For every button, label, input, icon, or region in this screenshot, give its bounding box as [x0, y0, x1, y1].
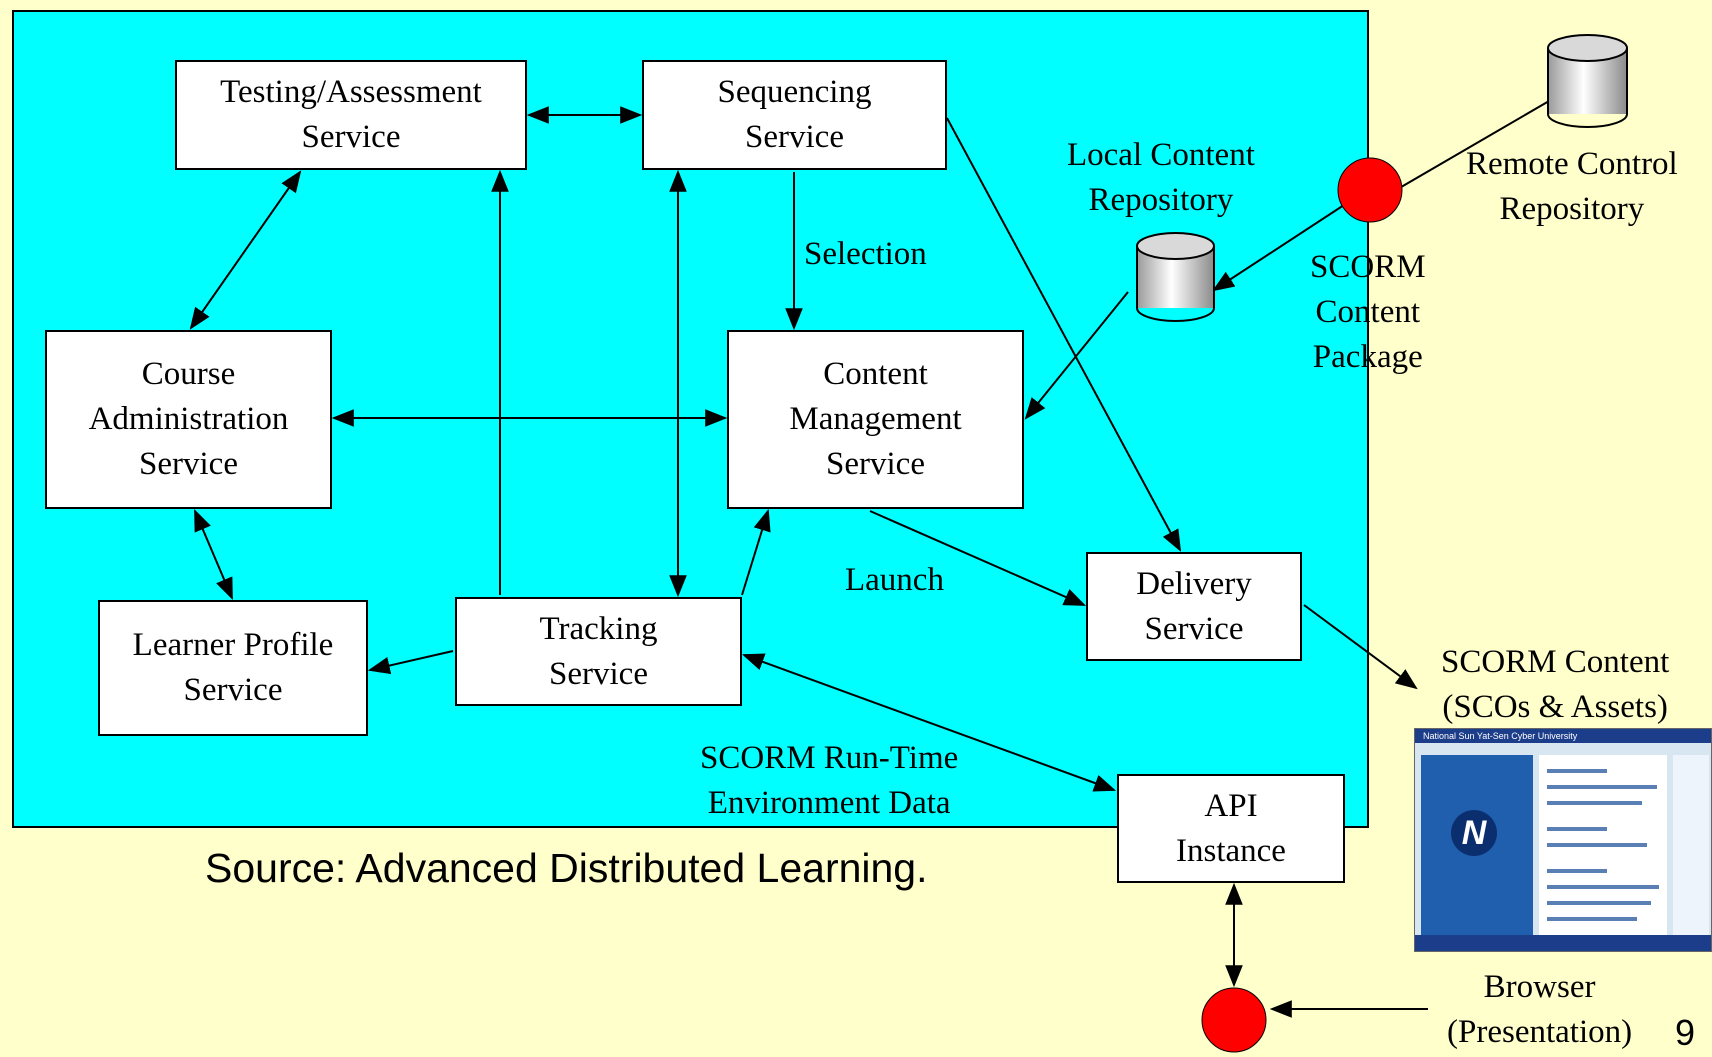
local-repository-label: Local Content Repository	[1067, 133, 1255, 223]
browser-label: Browser (Presentation)	[1447, 965, 1632, 1055]
screenshot-text-line	[1547, 843, 1647, 847]
label-line: Remote Control	[1466, 146, 1678, 182]
box-line: Management	[789, 401, 962, 437]
tracking-service-box: Tracking Service	[455, 597, 742, 706]
launch-label: Launch	[845, 562, 944, 598]
screenshot-footer	[1415, 935, 1711, 951]
learner-profile-service-box: Learner Profile Service	[98, 600, 368, 736]
content-management-service-box: Content Management Service	[727, 330, 1024, 509]
arrow-content-delivery	[869, 510, 1087, 606]
delivery-service-box: Delivery Service	[1086, 552, 1302, 661]
source-caption: Source: Advanced Distributed Learning.	[205, 845, 928, 891]
label-line: Browser	[1483, 969, 1596, 1005]
screenshot-text-line	[1547, 885, 1659, 889]
label-line: Package	[1312, 339, 1423, 375]
label-line: (Presentation)	[1447, 1014, 1633, 1050]
arrow-delivery-content	[1303, 604, 1418, 690]
content-package-label: SCORM Content Package	[1310, 245, 1426, 380]
screenshot-text-line	[1547, 785, 1657, 789]
website-screenshot-image: National Sun Yat-Sen Cyber University N	[1414, 728, 1712, 952]
nscu-logo-icon: N	[1451, 810, 1497, 856]
box-line: Service	[139, 446, 238, 482]
testing-assessment-service-box: Testing/Assessment Service	[175, 60, 527, 170]
box-line: Instance	[1176, 832, 1286, 869]
box-line: Delivery	[1136, 565, 1252, 602]
screenshot-header: National Sun Yat-Sen Cyber University	[1415, 729, 1711, 743]
box-line: Service	[183, 672, 283, 708]
arrow-tracking-learner	[367, 650, 454, 675]
box-line: Administration	[88, 401, 289, 437]
screenshot-sidebar: N	[1421, 755, 1533, 935]
arrow-testing-course	[189, 170, 302, 330]
arrow-tracking-api	[741, 653, 1117, 792]
arrow-local-repo-content	[1024, 291, 1129, 420]
runtime-data-label: SCORM Run-Time Environment Data	[700, 736, 958, 826]
box-line: Service	[301, 119, 401, 155]
screenshot-content	[1539, 755, 1667, 935]
browser-connector-node	[1201, 987, 1267, 1053]
local-repository-database-icon	[1136, 232, 1215, 322]
screenshot-text-line	[1547, 769, 1607, 773]
selection-label: Selection	[804, 236, 927, 272]
box-line: Course	[141, 356, 236, 392]
box-line: API	[1204, 787, 1258, 824]
course-administration-service-box: Course Administration Service	[45, 330, 332, 509]
screenshot-text-line	[1547, 869, 1607, 873]
package-connector-node	[1337, 157, 1403, 223]
arrow-tracking-content	[741, 508, 771, 596]
remote-repository-label: Remote Control Repository	[1466, 142, 1678, 232]
screenshot-text-line	[1547, 917, 1637, 921]
box-line: Sequencing	[717, 74, 872, 110]
box-line: Tracking	[539, 610, 658, 647]
sequencing-service-box: Sequencing Service	[642, 60, 947, 170]
arrow-course-learner	[194, 508, 233, 601]
box-line: Service	[549, 655, 648, 692]
box-line: Service	[1144, 610, 1244, 647]
label-line: Content	[1315, 294, 1421, 330]
line-node-remote-repo	[1395, 89, 1569, 191]
box-line: Testing/Assessment	[220, 74, 482, 110]
screenshot-login-panel	[1673, 755, 1709, 935]
label-line: Environment Data	[707, 785, 951, 821]
arrow-node-local-repo	[1212, 204, 1345, 292]
label-line: SCORM Content	[1441, 644, 1670, 680]
box-line: Service	[745, 119, 844, 155]
screenshot-text-line	[1547, 827, 1607, 831]
box-line: Content	[823, 356, 928, 392]
remote-repository-database-icon	[1547, 34, 1628, 128]
label-line: Repository	[1088, 182, 1234, 218]
scorm-content-label: SCORM Content (SCOs & Assets)	[1441, 640, 1669, 730]
label-line: SCORM Run-Time	[700, 740, 959, 776]
label-line: SCORM	[1310, 249, 1426, 285]
label-line: Local Content	[1067, 137, 1255, 173]
screenshot-text-line	[1547, 801, 1642, 805]
screenshot-text-line	[1547, 901, 1651, 905]
box-line: Learner Profile	[132, 627, 334, 663]
page-number: 9	[1675, 1012, 1696, 1053]
arrow-sequencing-delivery	[946, 117, 1182, 552]
api-instance-box: API Instance	[1117, 774, 1345, 883]
label-line: Repository	[1499, 191, 1645, 227]
label-line: (SCOs & Assets)	[1442, 689, 1668, 725]
box-line: Service	[826, 446, 925, 482]
